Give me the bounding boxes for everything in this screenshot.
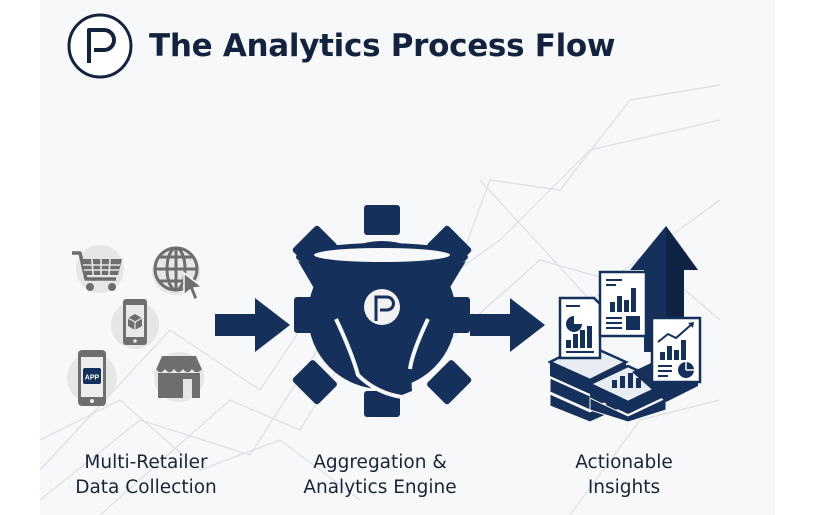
- gear-funnel-icon: [292, 205, 472, 417]
- reports-servers-growth-icon: [548, 226, 702, 422]
- report-doc-left: [558, 296, 602, 360]
- stage-label-analytics-engine: Aggregation & Analytics Engine: [270, 450, 490, 500]
- stage-label-insights: Actionable Insights: [514, 450, 734, 500]
- page-title: The Analytics Process Flow: [149, 28, 616, 64]
- storefront-icon: [154, 352, 204, 402]
- p-logo-icon: [67, 13, 133, 79]
- stage-label-data-collection: Multi-Retailer Data Collection: [36, 450, 256, 500]
- stage-label-line1: Actionable: [575, 452, 673, 473]
- stage-label-line2: Insights: [587, 477, 661, 498]
- stage-label-line1: Multi-Retailer: [84, 452, 208, 473]
- flow-arrow-icon: [215, 298, 290, 352]
- report-doc-right: [650, 316, 702, 384]
- stage-label-line1: Aggregation &: [313, 452, 447, 473]
- globe-cursor-icon: [152, 246, 204, 302]
- report-doc-center: [598, 270, 648, 338]
- mobile-app-icon: APP: [67, 350, 117, 406]
- app-badge-label: APP: [85, 375, 100, 382]
- mobile-product-icon: [111, 299, 159, 349]
- stage-label-line2: Data Collection: [75, 477, 217, 498]
- stage-label-line2: Analytics Engine: [303, 477, 457, 498]
- flow-arrow-icon: [470, 298, 545, 352]
- header: The Analytics Process Flow: [67, 10, 616, 82]
- shopping-cart-icon: [72, 245, 124, 293]
